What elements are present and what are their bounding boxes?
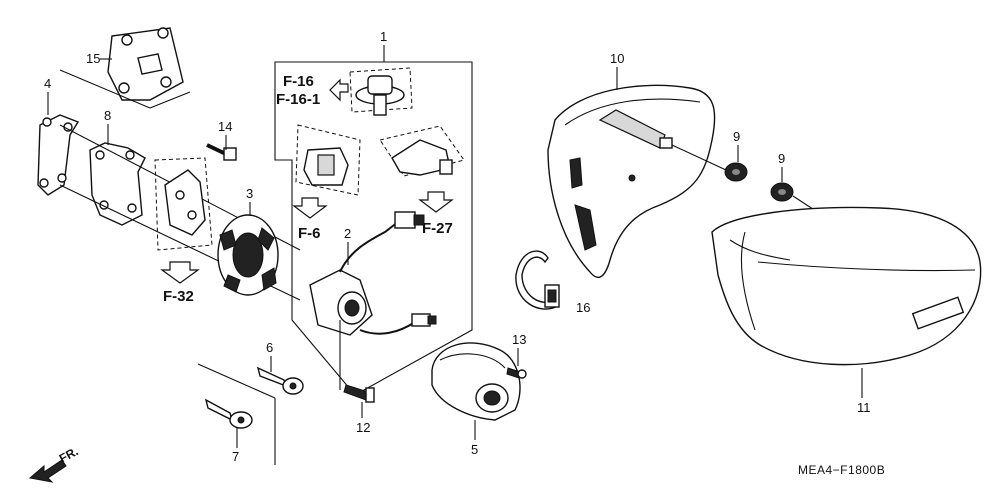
ref-f32: F-32 <box>163 288 194 305</box>
part-holder-f6 <box>292 124 361 219</box>
label-7: 7 <box>232 449 239 464</box>
part-8-bracket <box>89 142 146 226</box>
label-2: 2 <box>344 226 351 241</box>
part-12-screw <box>343 384 375 403</box>
label-16: 16 <box>576 300 590 315</box>
label-6: 6 <box>266 340 273 355</box>
part-bracket-f32 <box>154 157 213 284</box>
part-16-band <box>515 250 560 310</box>
label-1: 1 <box>380 29 387 44</box>
part-2-switch <box>309 211 437 336</box>
diagram-code: MEA4−F1800B <box>798 463 885 477</box>
label-3: 3 <box>246 186 253 201</box>
part-6-key <box>256 366 304 395</box>
part-3-damper <box>217 214 279 296</box>
part-clip-f16 <box>329 67 413 116</box>
part-4-plate <box>37 114 80 196</box>
ref-f16: F-16 <box>283 73 314 90</box>
label-9a: 9 <box>733 129 740 144</box>
part-15-bracket <box>59 27 191 109</box>
label-5: 5 <box>471 442 478 457</box>
label-8: 8 <box>104 108 111 123</box>
label-11: 11 <box>857 400 871 415</box>
label-4: 4 <box>44 76 51 91</box>
label-13: 13 <box>512 332 526 347</box>
part-10-side-cover <box>547 84 716 279</box>
part-9-grommet-a <box>724 162 748 182</box>
part-9-grommet-b <box>770 182 794 202</box>
part-5-cover <box>431 342 521 421</box>
label-15: 15 <box>86 51 100 66</box>
part-1-group-outline <box>274 61 473 396</box>
part-7-key <box>197 363 276 465</box>
label-9b: 9 <box>778 151 785 166</box>
part-14-bolt <box>206 143 237 161</box>
ref-f6: F-6 <box>298 225 321 242</box>
part-11-outer-cover <box>711 206 982 366</box>
part-13-screw <box>506 367 527 379</box>
label-12: 12 <box>356 420 370 435</box>
label-14: 14 <box>218 119 232 134</box>
front-direction-arrow <box>28 459 67 483</box>
ref-f16-1: F-16-1 <box>276 91 320 108</box>
ref-f27: F-27 <box>422 220 453 237</box>
label-10: 10 <box>610 51 624 66</box>
part-holder-f27 <box>379 125 465 213</box>
